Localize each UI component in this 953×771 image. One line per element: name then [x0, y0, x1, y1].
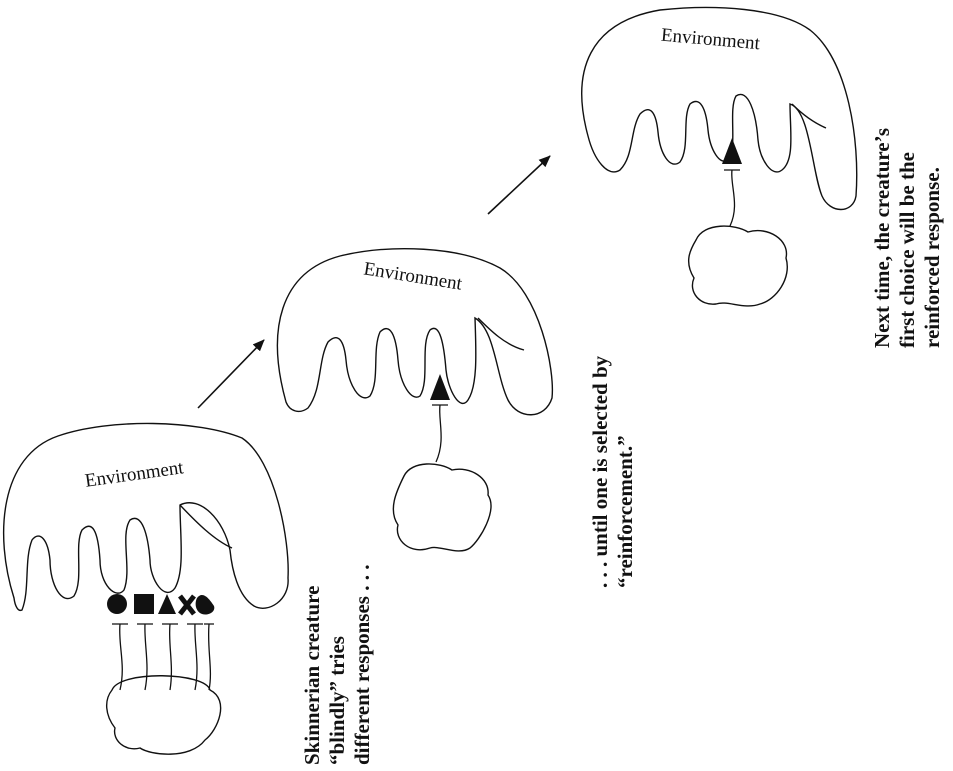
caption-panel-2: . . . until one is selected by “reinforc… [588, 356, 638, 588]
panel-2: Environment [277, 249, 552, 551]
caption-line: different responses . . . [350, 565, 375, 765]
response-triangle-icon [158, 594, 176, 614]
caption-line: Next time, the creature’s [870, 128, 895, 348]
creature-body-2 [393, 464, 491, 551]
response-stalk-3 [724, 170, 740, 226]
creature-body-1 [107, 676, 221, 754]
panel-3: Environment [582, 7, 857, 305]
response-triangle-icon [722, 138, 742, 164]
caption-line: reinforced response. [920, 128, 945, 348]
response-blob-icon [196, 595, 215, 614]
environment-inner-arc-2 [478, 318, 524, 350]
caption-line: “blindly” tries [325, 565, 350, 765]
creature-body-3 [689, 226, 788, 306]
caption-line: Skinnerian creature [300, 565, 325, 765]
response-stalk-2 [432, 405, 448, 462]
response-circle-icon [107, 594, 127, 614]
progression-arrow-2 [488, 156, 550, 214]
environment-inner-arc-3 [792, 104, 826, 128]
environment-label-3: Environment [660, 25, 761, 55]
environment-shape-1 [4, 423, 289, 610]
panel-1: Environment [4, 423, 289, 754]
response-x-icon [180, 596, 194, 614]
environment-label-2: Environment [362, 258, 464, 294]
response-square-icon [134, 594, 154, 614]
caption-panel-3: Next time, the creature’s first choice w… [870, 128, 945, 348]
caption-line: “reinforcement.” [613, 356, 638, 588]
environment-label-1: Environment [84, 457, 186, 492]
environment-inner-arc-1 [180, 505, 232, 548]
caption-line: first choice will be the [895, 128, 920, 348]
caption-line: . . . until one is selected by [588, 356, 613, 588]
caption-panel-1: Skinnerian creature “blindly” tries diff… [300, 565, 375, 765]
progression-arrow-1 [198, 340, 264, 408]
